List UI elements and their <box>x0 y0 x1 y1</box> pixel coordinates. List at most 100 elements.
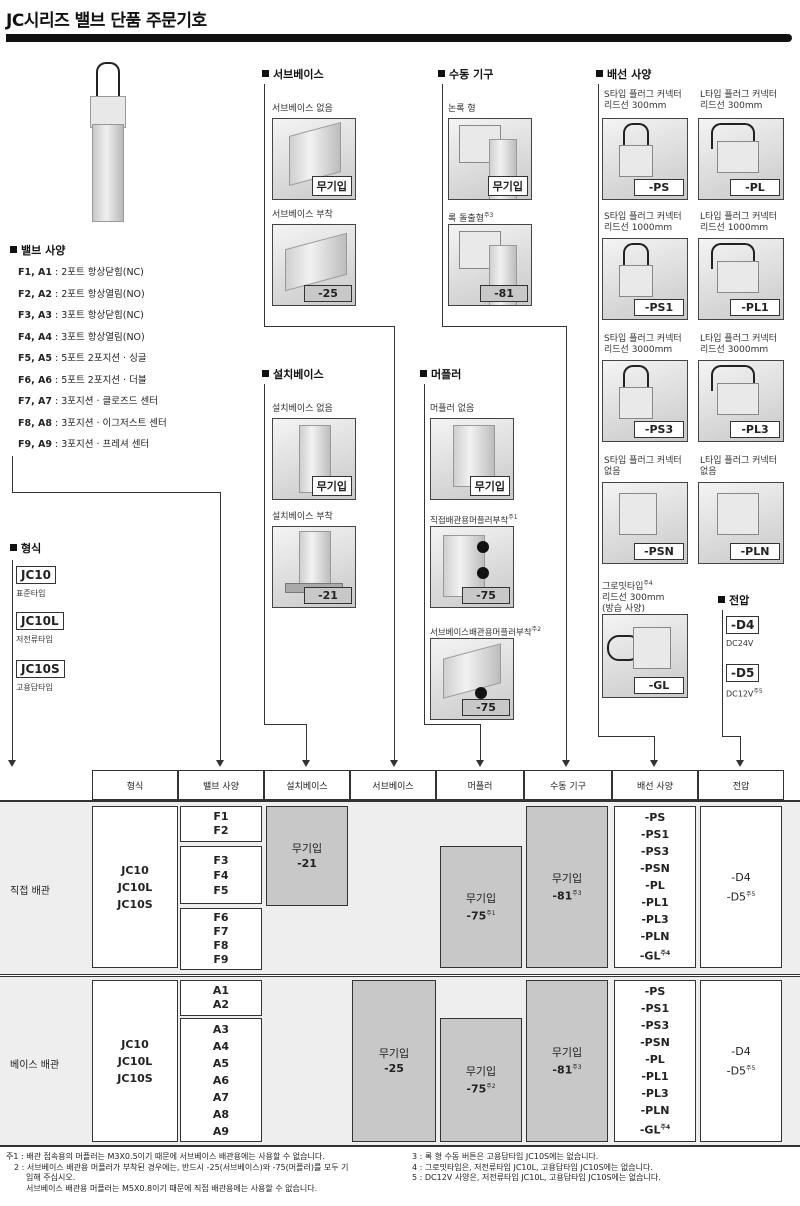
footnotes-right: 3 : 록 형 수동 버튼은 고용답타입 JC10S에는 없습니다. 4 : 그… <box>412 1152 661 1184</box>
option-code: -PS3 <box>634 421 684 438</box>
mounting-heading: 설치베이스 <box>262 366 324 382</box>
wiring-heading: 배선 사양 <box>596 66 651 82</box>
wiring-psn-photo: -PSN <box>602 482 688 564</box>
subbase-option-label: 서브베이스 없음 <box>272 104 333 114</box>
option-code: -PS <box>634 179 684 196</box>
valve-spec-item: F1, A1 : 2포트 항상닫힘(NC) <box>18 267 144 278</box>
manual-option-label: 논록 형 <box>448 104 476 114</box>
option-code: -PL3 <box>730 421 780 438</box>
wiring-ps3-photo: -PS3 <box>602 360 688 442</box>
valve-spec-item: F9, A9 : 3포지션 · 프레셔 센터 <box>18 439 150 450</box>
voltage-heading: 전압 <box>718 592 749 608</box>
option-code: -81 <box>480 285 528 302</box>
arrow-down-icon <box>650 760 658 767</box>
muffler-cell: 무기입-75주2 <box>440 1018 522 1142</box>
model-desc: 표준타입 <box>16 589 46 598</box>
valve-product-photo <box>78 62 138 222</box>
title-bar <box>6 34 792 42</box>
model-heading: 형식 <box>10 540 41 556</box>
mounting-attached-photo: -21 <box>272 526 356 608</box>
option-code: -GL <box>634 677 684 694</box>
wiring-cell: -PS-PS1-PS3 -PSN-PL-PL1 -PL3-PLN -GL주4 <box>614 806 696 968</box>
connector-line <box>12 492 220 493</box>
footnote: 입해 주십시오. <box>26 1173 76 1182</box>
wiring-pl3-photo: -PL3 <box>698 360 784 442</box>
voltage-cell: -D4-D5주5 <box>700 980 782 1142</box>
option-code: -PL <box>730 179 780 196</box>
valve-spec-item: F7, A7 : 3포지션 · 클로즈드 센터 <box>18 396 159 407</box>
option-code: -PS1 <box>634 299 684 316</box>
arrow-down-icon <box>736 760 744 767</box>
option-code: 무기입 <box>311 476 352 496</box>
arrow-down-icon <box>8 760 16 767</box>
column-header: 수동 기구 <box>524 770 612 800</box>
footnote: 4 : 그로밋타입은, 저전류타입 JC10L, 고용답타입 JC10S에는 없… <box>412 1162 653 1172</box>
option-code: 무기입 <box>311 176 352 196</box>
connector-line <box>264 84 265 326</box>
model-code: JC10 <box>16 566 56 584</box>
mounting-cell: 무기입-21 <box>266 806 348 906</box>
wiring-cell: -PS-PS1-PS3 -PSN-PL-PL1 -PL3-PLN -GL주4 <box>614 980 696 1142</box>
mounting-none-photo: 무기입 <box>272 418 356 500</box>
column-header: 형식 <box>92 770 178 800</box>
valve-spec-list: F1, A1 : 2포트 항상닫힘(NC) F2, A2 : 2포트 항상열림(… <box>18 262 167 456</box>
option-code: -25 <box>304 285 352 302</box>
option-code: 무기입 <box>487 176 528 196</box>
connector-line <box>306 724 307 760</box>
connector-line <box>424 384 425 724</box>
muffler-option-label: 서브베이스배관용머플러부착주2 <box>430 626 542 638</box>
muffler-none-photo: 무기입 <box>430 418 514 500</box>
connector-line <box>654 736 655 760</box>
connector-line <box>442 84 443 326</box>
subbase-option-label: 서브베이스 부착 <box>272 210 333 220</box>
muffler-option-label: 머플러 없음 <box>430 404 475 414</box>
manual-nonlock-photo: 무기입 <box>448 118 532 200</box>
connector-line <box>394 326 395 760</box>
arrow-down-icon <box>390 760 398 767</box>
footnote: 서브베이스 배관용 머플러는 M5X0.8이기 때문에 직접 배관용에는 사용할… <box>26 1183 318 1193</box>
footnote: 2 : 서브베이스 배관용 머플러가 부착된 경우에는, 반드시 -25(서브베… <box>14 1162 349 1172</box>
option-code: -PLN <box>730 543 780 560</box>
connector-line <box>722 610 723 736</box>
row-label: 베이스 배관 <box>10 1060 60 1071</box>
row-label: 직접 배관 <box>10 886 50 897</box>
option-code: -75 <box>462 699 510 716</box>
subbase-heading: 서브베이스 <box>262 66 324 82</box>
model-code: JC10S <box>16 660 65 678</box>
valve-spec-item: F3, A3 : 3포트 항상닫힘(NC) <box>18 310 144 321</box>
wiring-pln-photo: -PLN <box>698 482 784 564</box>
column-header: 밸브 사양 <box>178 770 264 800</box>
arrow-down-icon <box>216 760 224 767</box>
column-header: 배선 사양 <box>612 770 698 800</box>
footnote: 3 : 록 형 수동 버튼은 고용답타입 JC10S에는 없습니다. <box>412 1152 599 1161</box>
connector-line <box>12 456 13 492</box>
subbase-none-photo: 무기입 <box>272 118 356 200</box>
footnotes-left: 주1 : 배관 접속용의 머플러는 M3X0.5이기 때문에 서브베이스 배관용… <box>6 1152 349 1194</box>
mounting-option-label: 설치베이스 없음 <box>272 404 333 414</box>
connector-line <box>740 736 741 760</box>
arrow-down-icon <box>562 760 570 767</box>
connector-line <box>220 492 221 760</box>
subbase-attached-photo: -25 <box>272 224 356 306</box>
wiring-ps-photo: -PS <box>602 118 688 200</box>
model-desc: 저전류타입 <box>16 635 53 644</box>
wiring-gl-photo: -GL <box>602 614 688 698</box>
valve-spec-item: F2, A2 : 2포트 항상열림(NO) <box>18 288 145 300</box>
wiring-ps1-photo: -PS1 <box>602 238 688 320</box>
voltage-code: -D4 <box>726 616 760 634</box>
column-header: 전압 <box>698 770 784 800</box>
voltage-code: -D5 <box>726 664 760 682</box>
model-desc: 고용답타입 <box>16 683 53 692</box>
column-header: 머플러 <box>436 770 524 800</box>
option-code: -75 <box>462 587 510 604</box>
